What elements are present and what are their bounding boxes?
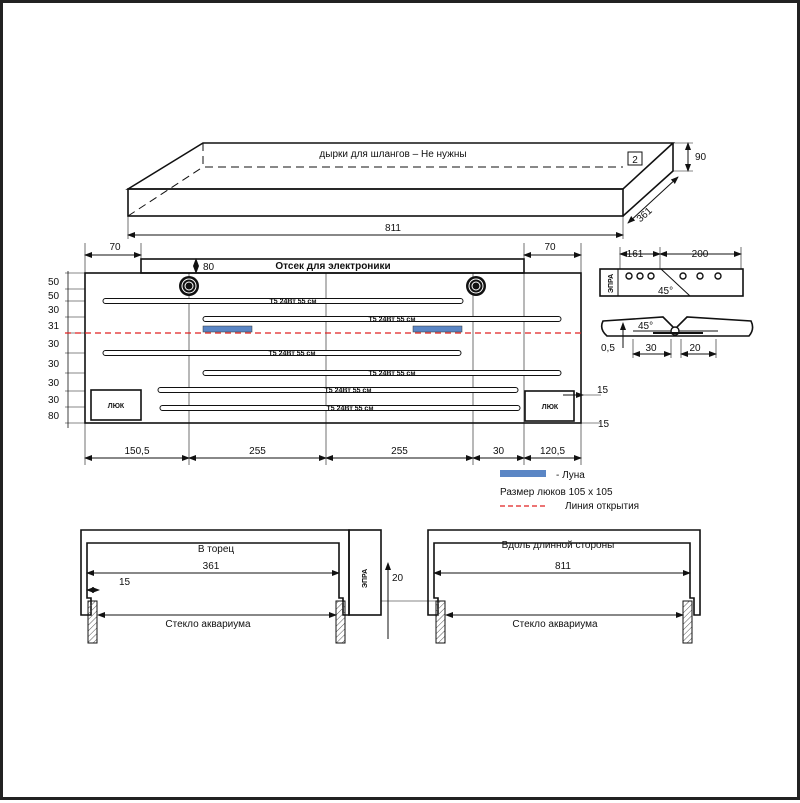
box-marker: 2	[632, 155, 638, 166]
moon-light	[412, 325, 463, 333]
box-length-dim: 811	[385, 223, 401, 234]
lamp-label: T5 24Вт 55 см	[324, 388, 371, 395]
hatch-left	[90, 389, 142, 421]
bottom-dim: 120,5	[540, 446, 565, 457]
bottom-dim: 255	[249, 446, 266, 457]
t5-lamp: T5 24Вт 55 см	[157, 387, 519, 395]
bottom-dim: 30	[493, 446, 505, 457]
t5-lamp: T5 24Вт 55 см	[102, 350, 462, 358]
end-lip-dim: 15	[119, 577, 131, 588]
hatch-right	[524, 390, 575, 422]
row-dim: 30	[48, 395, 60, 406]
glass-label: Стекло аквариума	[165, 619, 251, 630]
glass-label-2: Стекло аквариума	[512, 619, 598, 630]
t5-lamp: T5 24Вт 55 см	[159, 405, 521, 413]
box-3d-view: дырки для шлангов – Не нужны 2 90 361 81…	[125, 142, 707, 239]
side-section: Вдоль длинной стороны 811 Стекло аквариу…	[427, 529, 701, 644]
lamp-label: T5 24Вт 55 см	[368, 317, 415, 324]
box-height-dim: 90	[695, 152, 707, 163]
legend-moon-swatch	[500, 470, 546, 477]
side-width-dim: 811	[555, 561, 571, 572]
t5-lamp: T5 24Вт 55 см	[202, 316, 562, 324]
hatch-left-label: ЛЮК	[108, 403, 125, 410]
ballast-dim: 20	[392, 573, 404, 584]
t5-lamp: T5 24Вт 55 см	[202, 370, 562, 378]
lamp-label: T5 24Вт 55 см	[368, 371, 415, 378]
bottom-dim: 255	[391, 446, 408, 457]
box-note: дырки для шлангов – Не нужны	[319, 149, 466, 160]
detail-gap: 0,5	[601, 343, 615, 354]
row-dim: 30	[48, 359, 60, 370]
row-dim: 30	[48, 339, 60, 350]
detail-dim-20: 20	[689, 343, 701, 354]
detail-angle: 45°	[658, 286, 673, 297]
row-dim: 50	[48, 277, 60, 288]
detail-dim-161: 161	[627, 249, 644, 260]
left-offset-dim: 70	[109, 242, 121, 253]
ballast-block	[348, 529, 382, 616]
hatch-right-label: ЛЮК	[542, 404, 559, 411]
side-section-title: Вдоль длинной стороны	[502, 540, 615, 551]
end-width-dim: 361	[203, 561, 220, 572]
technical-drawing: дырки для шлангов – Не нужны 2 90 361 81…	[48, 142, 754, 644]
right-dim-bottom: 15	[598, 419, 610, 430]
section-ballast-label: ЭПРА	[362, 569, 369, 588]
speaker-icon	[179, 276, 199, 296]
t5-lamp: T5 24Вт 55 см	[102, 298, 464, 306]
row-dim: 30	[48, 378, 60, 389]
ballast-detail: 161 200 ЭПРА 45° 45° 0,5 30 20	[599, 247, 754, 358]
lamp-panel-plan: Отсек для электроники 80 70 70 50 50 30 31 3…	[48, 242, 610, 465]
box-depth-dim: 361	[635, 205, 655, 225]
end-section: В торец 361 15 Стекло аквариума ЭПРА 20	[80, 529, 438, 644]
row-dim: 50	[48, 291, 60, 302]
lamp-label: T5 24Вт 55 см	[268, 351, 315, 358]
legend-hatch-size: Размер люков 105 x 105	[500, 487, 613, 498]
row-dim: 30	[48, 305, 60, 316]
end-section-title: В торец	[198, 544, 235, 555]
legend-open-line: Линия открытия	[565, 501, 639, 512]
detail-angle-2: 45°	[638, 321, 653, 332]
detail-dim-200: 200	[692, 249, 709, 260]
speaker-icon	[466, 276, 486, 296]
detail-dim-30: 30	[645, 343, 657, 354]
lamp-label: T5 24Вт 55 см	[269, 299, 316, 306]
compartment-label: Отсек для электроники	[275, 261, 390, 272]
lamp-label: T5 24Вт 55 см	[326, 406, 373, 413]
detail-ballast-label: ЭПРА	[608, 274, 615, 293]
row-dim: 80	[48, 411, 60, 422]
legend: - Луна Размер люков 105 x 105 Линия откр…	[500, 470, 639, 512]
compartment-offset-dim: 80	[203, 262, 215, 273]
bottom-dim: 150,5	[124, 446, 149, 457]
right-dim-top: 15	[597, 385, 609, 396]
moon-light	[202, 325, 253, 333]
legend-moon: - Луна	[556, 470, 585, 481]
right-offset-dim: 70	[544, 242, 556, 253]
row-dim: 31	[48, 321, 60, 332]
